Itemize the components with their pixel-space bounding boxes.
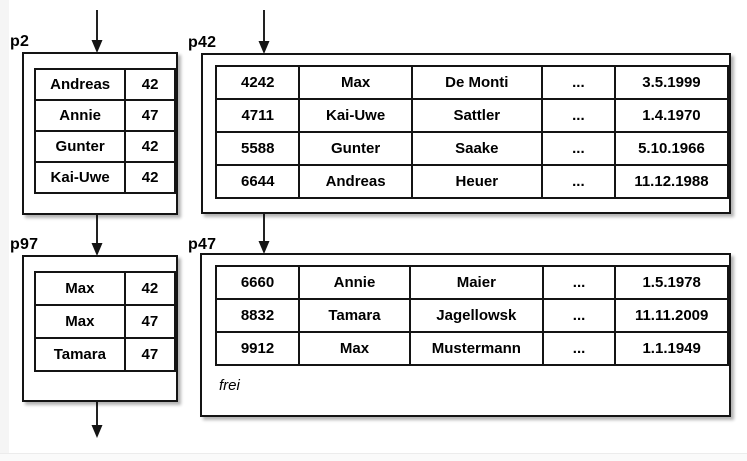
table-cell: 6644 <box>214 164 301 199</box>
table-cell: Heuer <box>410 164 543 199</box>
table-cell: 5.10.1966 <box>613 131 730 166</box>
table-cell: 42 <box>124 68 176 101</box>
page-label-p97: p97 <box>10 236 39 253</box>
page-label-p42: p42 <box>188 34 217 51</box>
table-cell: Mustermann <box>408 331 544 366</box>
page-label-p47: p47 <box>188 236 217 253</box>
table-cell: Annie <box>33 99 127 132</box>
table-cell: 11.11.2009 <box>614 298 729 333</box>
table-cell: 4242 <box>214 65 301 100</box>
table-cell: Jagellowsk <box>408 298 544 333</box>
table-cell: 1.5.1978 <box>614 265 729 300</box>
table-cell: Kai-Uwe <box>298 98 413 133</box>
table-cell: ... <box>540 98 616 133</box>
table-cell: ... <box>540 164 616 199</box>
arrow-p97-down-icon <box>91 399 103 438</box>
table-cell: 6660 <box>214 265 301 300</box>
table-cell: ... <box>541 298 617 333</box>
table-cell: 47 <box>124 99 176 132</box>
arrow-p2-to-p97-icon <box>91 212 103 256</box>
page-label-p2: p2 <box>10 33 30 50</box>
table-cell: Max <box>298 331 411 366</box>
table-cell: Maier <box>408 265 544 300</box>
table-cell: De Monti <box>410 65 543 100</box>
table-cell: 4711 <box>214 98 301 133</box>
table-cell: Gunter <box>298 131 413 166</box>
table-cell: ... <box>541 331 617 366</box>
table-cell: Annie <box>298 265 411 300</box>
table-cell: 1.4.1970 <box>613 98 730 133</box>
table-cell: Andreas <box>298 164 413 199</box>
table-cell: 5588 <box>214 131 301 166</box>
table-cell: Gunter <box>33 130 127 163</box>
table-cell: Max <box>34 271 126 306</box>
arrow-top-into-p42-icon <box>258 10 270 54</box>
table-cell: 1.1.1949 <box>614 331 729 366</box>
table-cell: 8832 <box>214 298 301 333</box>
slide-bottom-edge <box>0 453 747 461</box>
arrow-p42-to-p47-icon <box>258 211 270 254</box>
table-cell: ... <box>540 65 616 100</box>
table-cell: Sattler <box>410 98 543 133</box>
table-cell: 42 <box>124 161 176 194</box>
table-cell: ... <box>541 265 617 300</box>
free-space-label: frei <box>219 377 240 394</box>
table-cell: 11.12.1988 <box>613 164 730 199</box>
table-cell: Tamara <box>298 298 411 333</box>
arrow-top-into-p2-icon <box>91 10 103 53</box>
table-cell: 42 <box>124 130 176 163</box>
table-cell: Tamara <box>34 337 126 372</box>
table-cell: Saake <box>410 131 543 166</box>
table-cell: 42 <box>123 271 177 306</box>
table-cell: Max <box>34 304 126 339</box>
table-cell: Kai-Uwe <box>33 161 127 194</box>
table-cell: Max <box>298 65 413 100</box>
table-cell: 47 <box>123 304 177 339</box>
table-cell: Andreas <box>33 68 127 101</box>
table-cell: ... <box>540 131 616 166</box>
slide-left-edge <box>0 0 9 460</box>
table-cell: 9912 <box>214 331 301 366</box>
table-cell: 3.5.1999 <box>613 65 730 100</box>
table-cell: 47 <box>123 337 177 372</box>
